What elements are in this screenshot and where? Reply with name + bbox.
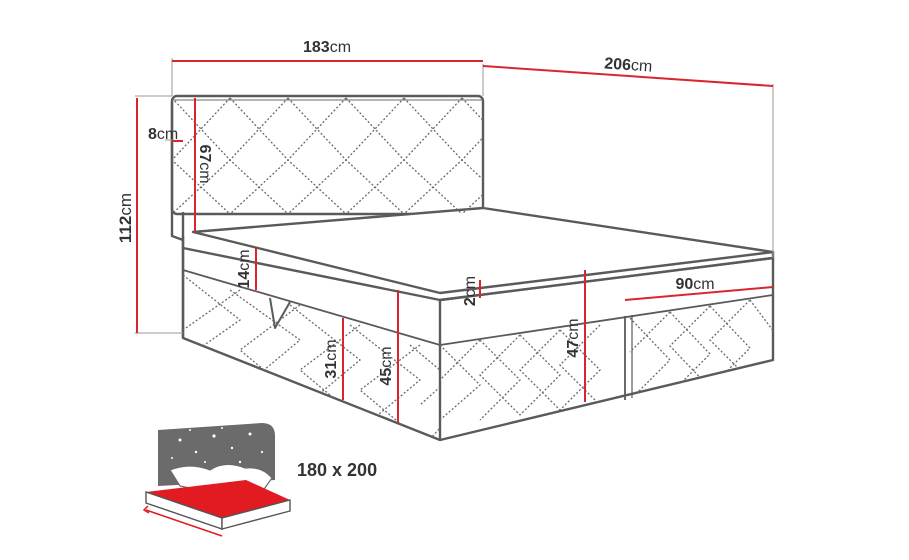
label-front: 47cm	[565, 318, 582, 357]
headboard-quilting	[172, 97, 483, 214]
label-length: 206cm	[604, 55, 653, 75]
arrow-icon	[145, 509, 223, 537]
label-headboard-height: 67cm	[196, 144, 213, 183]
stars-icon	[171, 427, 264, 464]
base-front	[181, 248, 442, 442]
sleeping-area-size: 180 x 200	[297, 460, 377, 480]
dim-line-box-width	[624, 286, 774, 301]
dimension-lines	[136, 60, 774, 422]
base-side	[439, 256, 775, 442]
base-front-quilting	[183, 274, 440, 440]
label-mattress: 2cm	[462, 276, 479, 306]
label-side: 45cm	[378, 346, 395, 385]
dim-line-length	[482, 65, 774, 87]
label-headboard-thickness: 8cm	[148, 126, 178, 143]
label-box-width: 90cm	[675, 276, 714, 293]
label-topper: 14cm	[236, 249, 253, 288]
guide-lines	[135, 58, 774, 334]
base-side-quilting	[440, 299, 773, 421]
label-width: 183cm	[303, 39, 351, 56]
sleeping-area-icon	[142, 423, 291, 537]
label-total-height: 112cm	[116, 193, 135, 243]
bed-drawing	[170, 94, 775, 442]
label-storage: 31cm	[323, 339, 340, 378]
headboard	[170, 94, 485, 216]
mattress-red-icon	[146, 480, 290, 518]
lift-hinge	[269, 297, 291, 329]
headboard-side	[170, 102, 184, 242]
